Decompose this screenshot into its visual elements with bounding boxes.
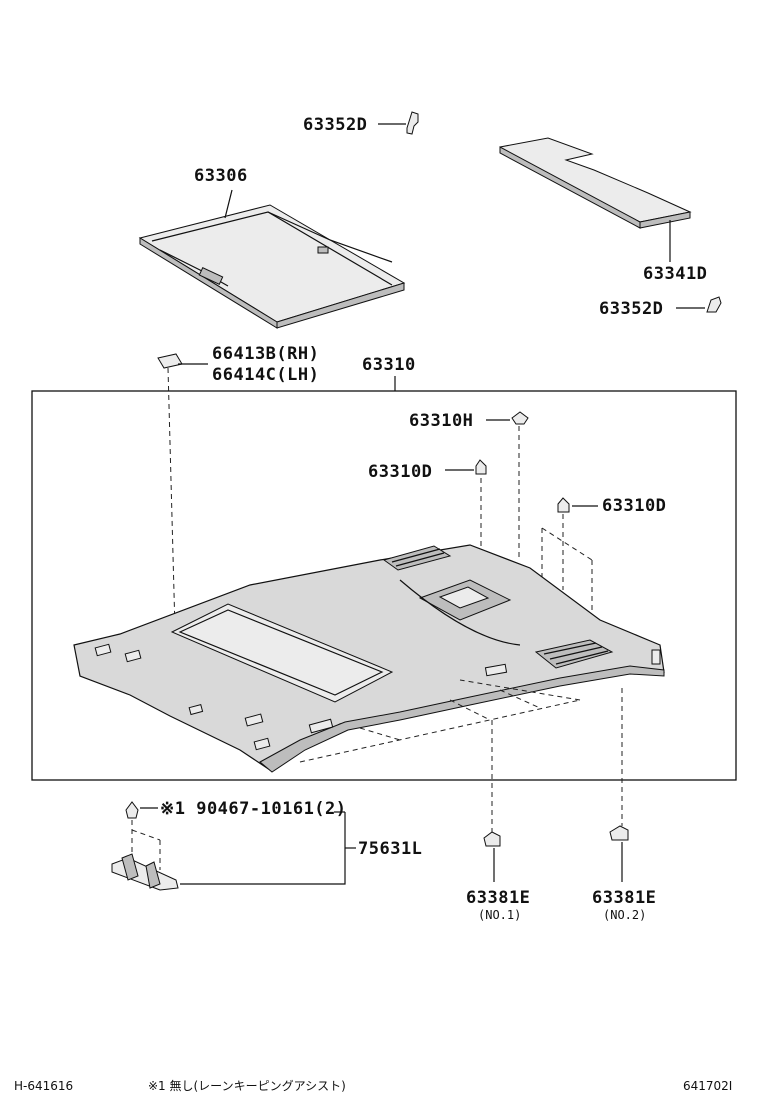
label-66414c: 66414C(LH) [212, 365, 319, 385]
label-63381e-no1: 63381E [466, 888, 530, 908]
assembly-frame-63310 [31, 390, 737, 781]
label-63352d-right: 63352D [599, 299, 663, 319]
label-75631l: 75631L [358, 839, 422, 859]
clip-63310d-right [541, 497, 598, 615]
clip-90467 [125, 801, 161, 870]
clip-63352d-top [378, 111, 419, 135]
label-63381e-no2: 63381E [592, 888, 656, 908]
footer-right-code: 641702I [683, 1079, 732, 1093]
label-63310d-right: 63310D [602, 496, 666, 516]
label-63310h: 63310H [409, 411, 473, 431]
clip-63352d-right [676, 296, 722, 313]
headliner-63310 [73, 544, 665, 773]
bracket-75631l [111, 811, 356, 891]
clip-63381e-no2 [609, 688, 629, 882]
pad-63341d [499, 137, 692, 262]
label-63352d-top: 63352D [303, 115, 367, 135]
clip-63310d-left [445, 459, 487, 546]
label-63310: 63310 [362, 355, 416, 375]
label-63341d: 63341D [643, 264, 707, 284]
footer-left-code: H-641616 [14, 1079, 73, 1093]
sunshade-63306 [138, 189, 406, 329]
pad-66413b-66414c [157, 353, 208, 631]
label-66413b: 66413B(RH) [212, 344, 319, 364]
label-90467: ※1 90467-10161(2) [160, 799, 347, 819]
label-63306: 63306 [194, 166, 248, 186]
clip-63381e-no1 [483, 720, 501, 882]
label-63310d-left: 63310D [368, 462, 432, 482]
footer-note: ※1 無し(レーンキーピングアシスト) [148, 1078, 346, 1093]
clip-63310h [486, 411, 529, 560]
note-63381e-no1: (NO.1) [478, 908, 521, 922]
note-63381e-no2: (NO.2) [603, 908, 646, 922]
